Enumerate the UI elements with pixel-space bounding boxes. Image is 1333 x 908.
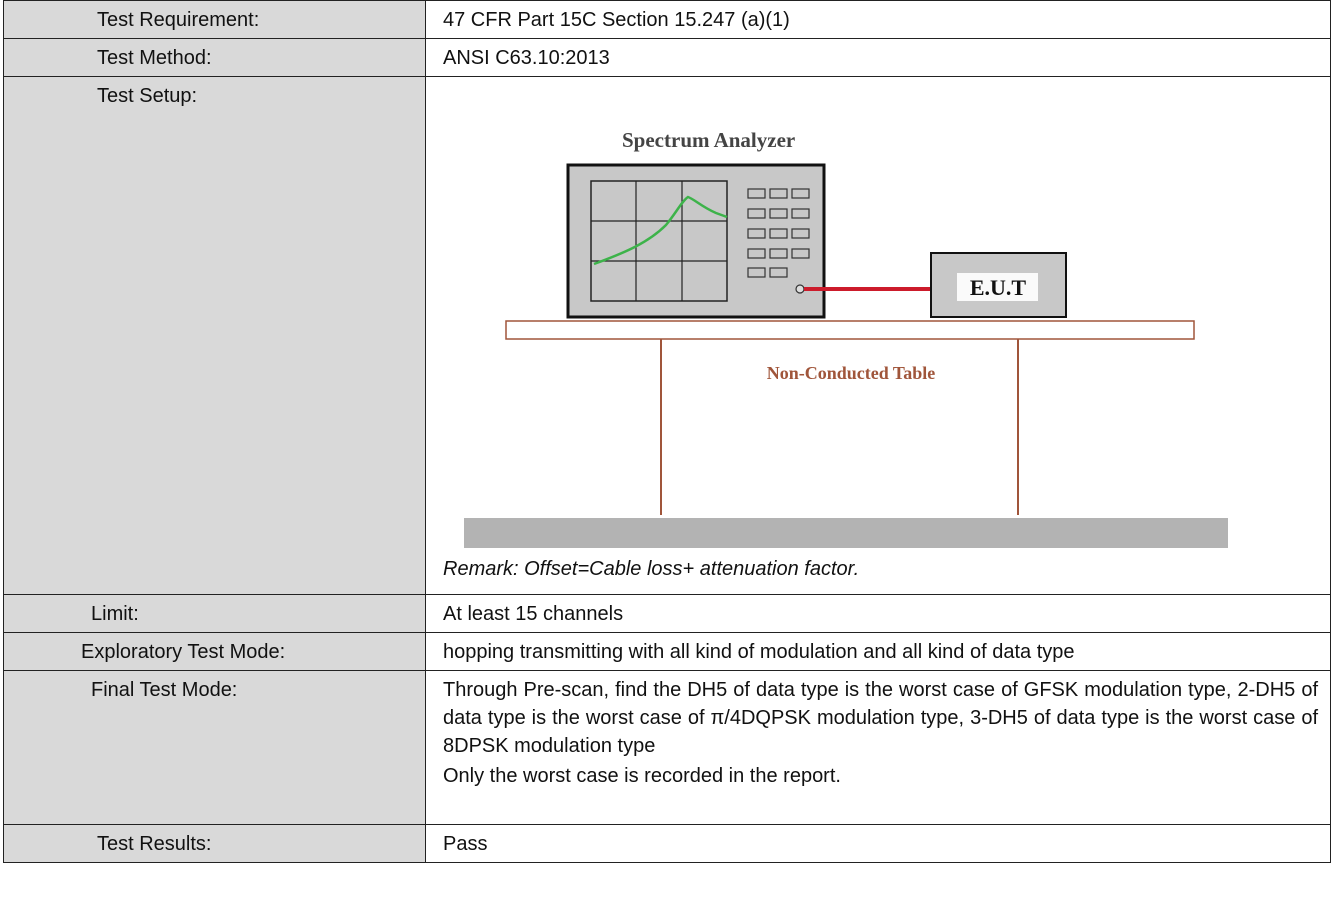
value-cell: ANSI C63.10:2013 bbox=[425, 38, 1331, 77]
spectrum-analyzer-label: Spectrum Analyzer bbox=[622, 128, 795, 152]
test-setup-remark: Remark: Offset=Cable loss+ attenuation f… bbox=[443, 558, 860, 580]
ground-reference-plane-label: Ground Reference Plane bbox=[756, 513, 945, 533]
row-limit: Limit: At least 15 channels bbox=[3, 594, 1331, 633]
row-test-results: Test Results: Pass bbox=[3, 824, 1331, 863]
row-exploratory-test-mode: Exploratory Test Mode: hopping transmitt… bbox=[3, 632, 1331, 671]
test-results-value: Pass bbox=[443, 833, 488, 855]
label-cell: Test Requirement: bbox=[3, 0, 426, 39]
analyzer-screen bbox=[590, 180, 728, 302]
ground-reference-plane bbox=[464, 518, 1228, 548]
limit-label: Limit: bbox=[91, 603, 139, 625]
analyzer-buttons bbox=[747, 188, 810, 278]
test-setup-label: Test Setup: bbox=[97, 85, 198, 107]
test-requirement-value: 47 CFR Part 15C Section 15.247 (a)(1) bbox=[443, 9, 790, 31]
non-conducted-table-top bbox=[505, 320, 1195, 340]
non-conducted-table-label: Non-Conducted Table bbox=[767, 363, 936, 383]
label-cell: Test Results: bbox=[3, 824, 426, 863]
limit-value: At least 15 channels bbox=[443, 603, 624, 625]
rf-port bbox=[795, 284, 805, 294]
test-method-label: Test Method: bbox=[97, 47, 212, 69]
value-cell: Through Pre-scan, find the DH5 of data t… bbox=[425, 670, 1331, 825]
row-test-setup: Test Setup: Spectrum Analyzer bbox=[3, 76, 1331, 595]
test-setup-diagram: Spectrum Analyzer bbox=[464, 128, 1228, 548]
final-test-mode-value: Through Pre-scan, find the DH5 of data t… bbox=[443, 679, 1318, 757]
final-test-mode-note: Only the worst case is recorded in the r… bbox=[443, 765, 841, 787]
test-results-label: Test Results: bbox=[97, 833, 212, 855]
test-requirement-label: Test Requirement: bbox=[97, 9, 260, 31]
label-cell: Limit: bbox=[3, 594, 426, 633]
value-cell: At least 15 channels bbox=[425, 594, 1331, 633]
value-cell: hopping transmitting with all kind of mo… bbox=[425, 632, 1331, 671]
value-cell: 47 CFR Part 15C Section 15.247 (a)(1) bbox=[425, 0, 1331, 39]
exploratory-test-mode-label: Exploratory Test Mode: bbox=[81, 641, 286, 663]
row-final-test-mode: Final Test Mode: Through Pre-scan, find … bbox=[3, 670, 1331, 825]
label-cell: Exploratory Test Mode: bbox=[3, 632, 426, 671]
value-cell: Spectrum Analyzer bbox=[425, 76, 1331, 595]
row-test-method: Test Method: ANSI C63.10:2013 bbox=[3, 38, 1331, 77]
label-cell: Test Setup: bbox=[3, 76, 426, 595]
final-test-mode-label: Final Test Mode: bbox=[91, 679, 238, 701]
label-cell: Test Method: bbox=[3, 38, 426, 77]
exploratory-test-mode-value: hopping transmitting with all kind of mo… bbox=[443, 641, 1075, 663]
test-spec-table: Test Requirement: 47 CFR Part 15C Sectio… bbox=[3, 0, 1331, 863]
row-test-requirement: Test Requirement: 47 CFR Part 15C Sectio… bbox=[3, 0, 1331, 39]
value-cell: Pass bbox=[425, 824, 1331, 863]
label-cell: Final Test Mode: bbox=[3, 670, 426, 825]
test-method-value: ANSI C63.10:2013 bbox=[443, 47, 610, 69]
eut-label: E.U.T bbox=[970, 275, 1027, 300]
spectrum-trace bbox=[593, 195, 728, 266]
